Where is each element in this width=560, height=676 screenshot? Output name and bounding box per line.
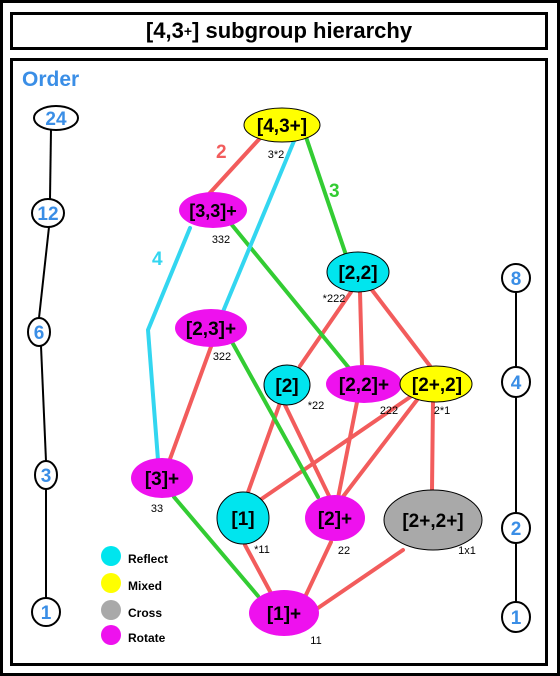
edge-33p-22p [230,223,351,370]
node-2-sub: *22 [308,400,325,412]
node-22p-label: [2,2]+ [339,375,389,396]
title-tail: ] subgroup hierarchy [192,18,413,43]
node-43p-ellipse [243,107,321,143]
legend-label-rotate: Rotate [128,631,166,645]
node-2p2-ellipse [399,365,473,403]
edge-label-3: 3 [329,181,340,202]
node-2p-label: [2]+ [318,509,352,530]
order-8-ellipse [501,263,531,293]
node-1-sub: *11 [254,544,270,556]
node-43p-label: [4,3+] [257,116,307,137]
edge-43p-33p [206,134,264,197]
edge-23p-2p [230,340,320,499]
order-8-label: 8 [511,269,522,290]
edge-label-2: 2 [216,142,227,163]
node-2-label: [2] [275,376,298,397]
node-1-ellipse [216,491,270,545]
node-1p-label: [1]+ [267,604,301,625]
edge-1-1p [243,543,274,597]
edge-3p-1p [172,495,260,598]
node-22p-ellipse [326,365,402,403]
edge-2-2p [282,401,332,500]
node-33p-label: [3,3]+ [189,201,237,221]
diagram-title: [4,3+] subgroup hierarchy [10,12,548,50]
order-24-ellipse [33,105,79,131]
node-2p-ellipse [305,495,365,541]
node-2p2p-label: [2+,2+] [402,511,463,532]
title-main: [4,3 [145,18,184,43]
edge-22-2p2 [370,288,432,368]
diagram-panel [10,58,548,666]
node-22-sub: *222 [323,293,346,305]
edges [145,134,435,610]
order-link-6-3 [40,345,47,462]
edge-2p2-2p2p [430,399,435,492]
edge-2p2-2p [340,394,422,500]
edge-label-4: 4 [152,249,163,270]
legend-swatch-cross [101,600,121,620]
node-33p-ellipse [179,192,247,228]
order-1-right-ellipse [501,601,531,633]
node-23p-label: [2,3]+ [186,319,236,340]
edge-2p2p-1p [316,548,405,610]
node-3p-label: [3]+ [145,469,179,490]
node-2p2p-sub: 1x1 [458,545,476,557]
edge-22-22p [358,290,364,368]
legend-swatch-rotate [101,625,121,645]
node-2p2p-ellipse [383,489,483,551]
order-2-label: 2 [511,519,522,540]
edge-2p2-1 [258,391,418,502]
order-24-label: 24 [45,109,67,130]
node-3p-sub: 33 [151,503,163,515]
node-23p-ellipse [175,309,247,347]
legend-swatch-reflect [101,546,121,566]
left-order-chain [38,128,52,598]
node-43p-sub: 3*2 [268,149,285,161]
legend: Reflect Mixed Cross Rotate [101,546,168,645]
edge-33p-3p [145,226,192,462]
order-3-label: 3 [41,466,52,487]
edge-22-2 [298,290,353,368]
node-2p-sub: 22 [338,545,350,557]
order-2-ellipse [501,512,531,544]
edge-2p-1p [303,540,333,599]
order-4-ellipse [501,366,531,398]
edge-43p-22 [304,135,348,257]
edge-22p-2p [336,400,359,500]
node-2p2-label: [2+,2] [412,375,462,396]
node-23p-sub: 322 [213,351,231,363]
edge-23p-3p [168,342,214,461]
order-4-label: 4 [511,373,522,394]
order-1-right-label: 1 [511,608,522,629]
order-12-label: 12 [37,204,58,225]
order-6-label: 6 [34,323,45,344]
node-1-label: [1] [231,509,254,530]
node-3p-ellipse [131,458,193,498]
node-2p2-sub: 2*1 [434,405,451,417]
order-3-ellipse [34,460,58,490]
node-1p-ellipse [249,590,319,636]
node-22p-sub: 222 [380,405,398,417]
order-6-ellipse [27,317,51,347]
order-12-ellipse [31,198,65,228]
legend-label-mixed: Mixed [128,579,162,593]
order-heading: Order [22,68,79,91]
node-22-ellipse [326,251,390,293]
order-link-12-6 [38,226,50,319]
title-sup: + [183,23,193,39]
order-1-left-ellipse [31,597,61,627]
node-22-label: [2,2] [338,263,377,284]
order-1-left-label: 1 [41,603,52,624]
edge-43p-23p [220,139,296,316]
legend-swatch-mixed [101,573,121,593]
node-2-ellipse [263,364,311,406]
order-link-24-12 [49,128,52,200]
legend-label-reflect: Reflect [128,552,168,566]
node-1p-sub: 11 [310,635,321,647]
node-33p-sub: 332 [212,234,230,246]
legend-label-cross: Cross [128,606,162,620]
